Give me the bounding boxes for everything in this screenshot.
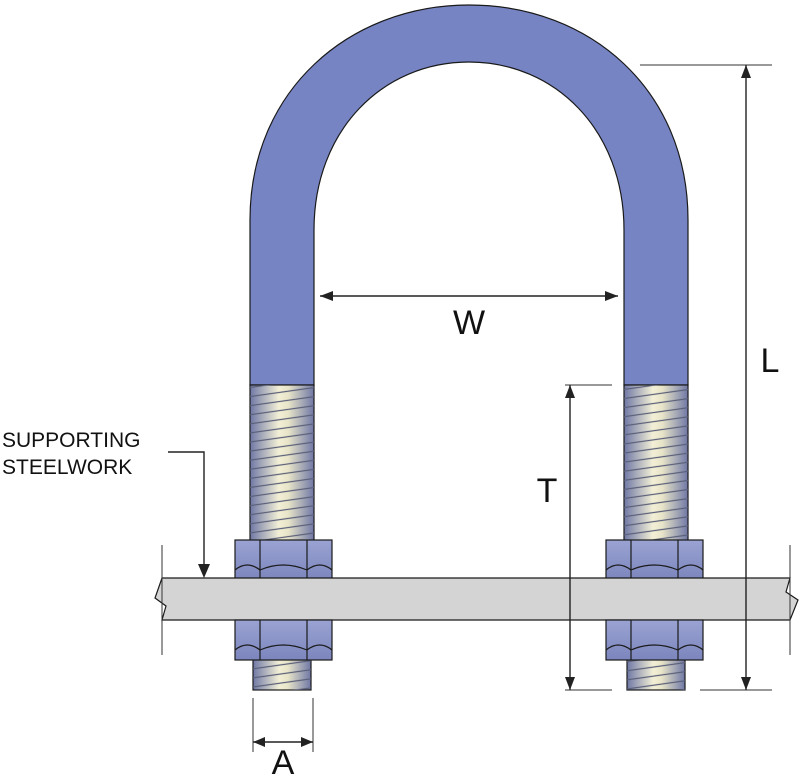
dimension-t: T (537, 384, 612, 691)
label-t: T (537, 472, 558, 510)
dimension-w: W (320, 291, 618, 342)
dimension-a: A (252, 698, 314, 777)
label-a: A (272, 744, 295, 777)
nut-top-left (234, 539, 333, 581)
callout-line-1: SUPPORTING (2, 429, 140, 452)
thread-right (623, 384, 689, 691)
u-bolt-body (249, 4, 689, 386)
dimension-l: L (640, 64, 780, 691)
nut-bottom-right (605, 619, 704, 661)
nut-top-right (605, 539, 704, 581)
callout-supporting-steelwork: SUPPORTING STEELWORK (2, 429, 210, 578)
nut-bottom-left (234, 619, 333, 661)
label-w: W (453, 304, 485, 342)
supporting-steelwork-plate (154, 577, 799, 621)
label-l: L (761, 342, 780, 380)
callout-line-2: STEELWORK (2, 456, 132, 479)
